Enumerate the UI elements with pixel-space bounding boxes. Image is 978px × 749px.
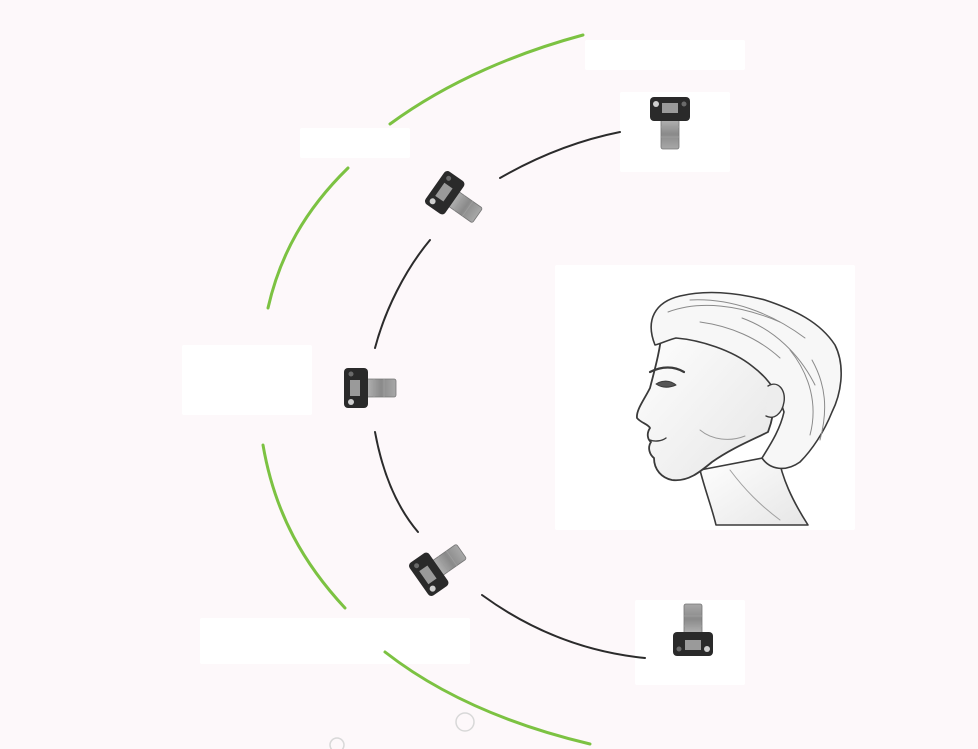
outer-arc-lower-segment [263, 445, 345, 608]
camera-icon [344, 368, 396, 408]
label-patch-top-right [585, 40, 745, 70]
label-patch-lower-left [200, 618, 470, 664]
camera-icon [423, 169, 489, 232]
outer-arc-bottom-segment [385, 652, 590, 744]
inner-arc-upper-segment [375, 240, 430, 348]
label-patch-upper-left [300, 128, 410, 158]
inner-arc-bottom-segment [482, 595, 645, 658]
camera-icon [407, 535, 473, 598]
outer-arc-upper-segment [268, 168, 348, 308]
outer-arc-top-segment [390, 35, 583, 124]
bottom-artifacts [330, 713, 474, 749]
inner-arc-top-segment [500, 132, 620, 178]
label-patch-left [182, 345, 312, 415]
inner-arc-lower-segment [375, 432, 418, 532]
